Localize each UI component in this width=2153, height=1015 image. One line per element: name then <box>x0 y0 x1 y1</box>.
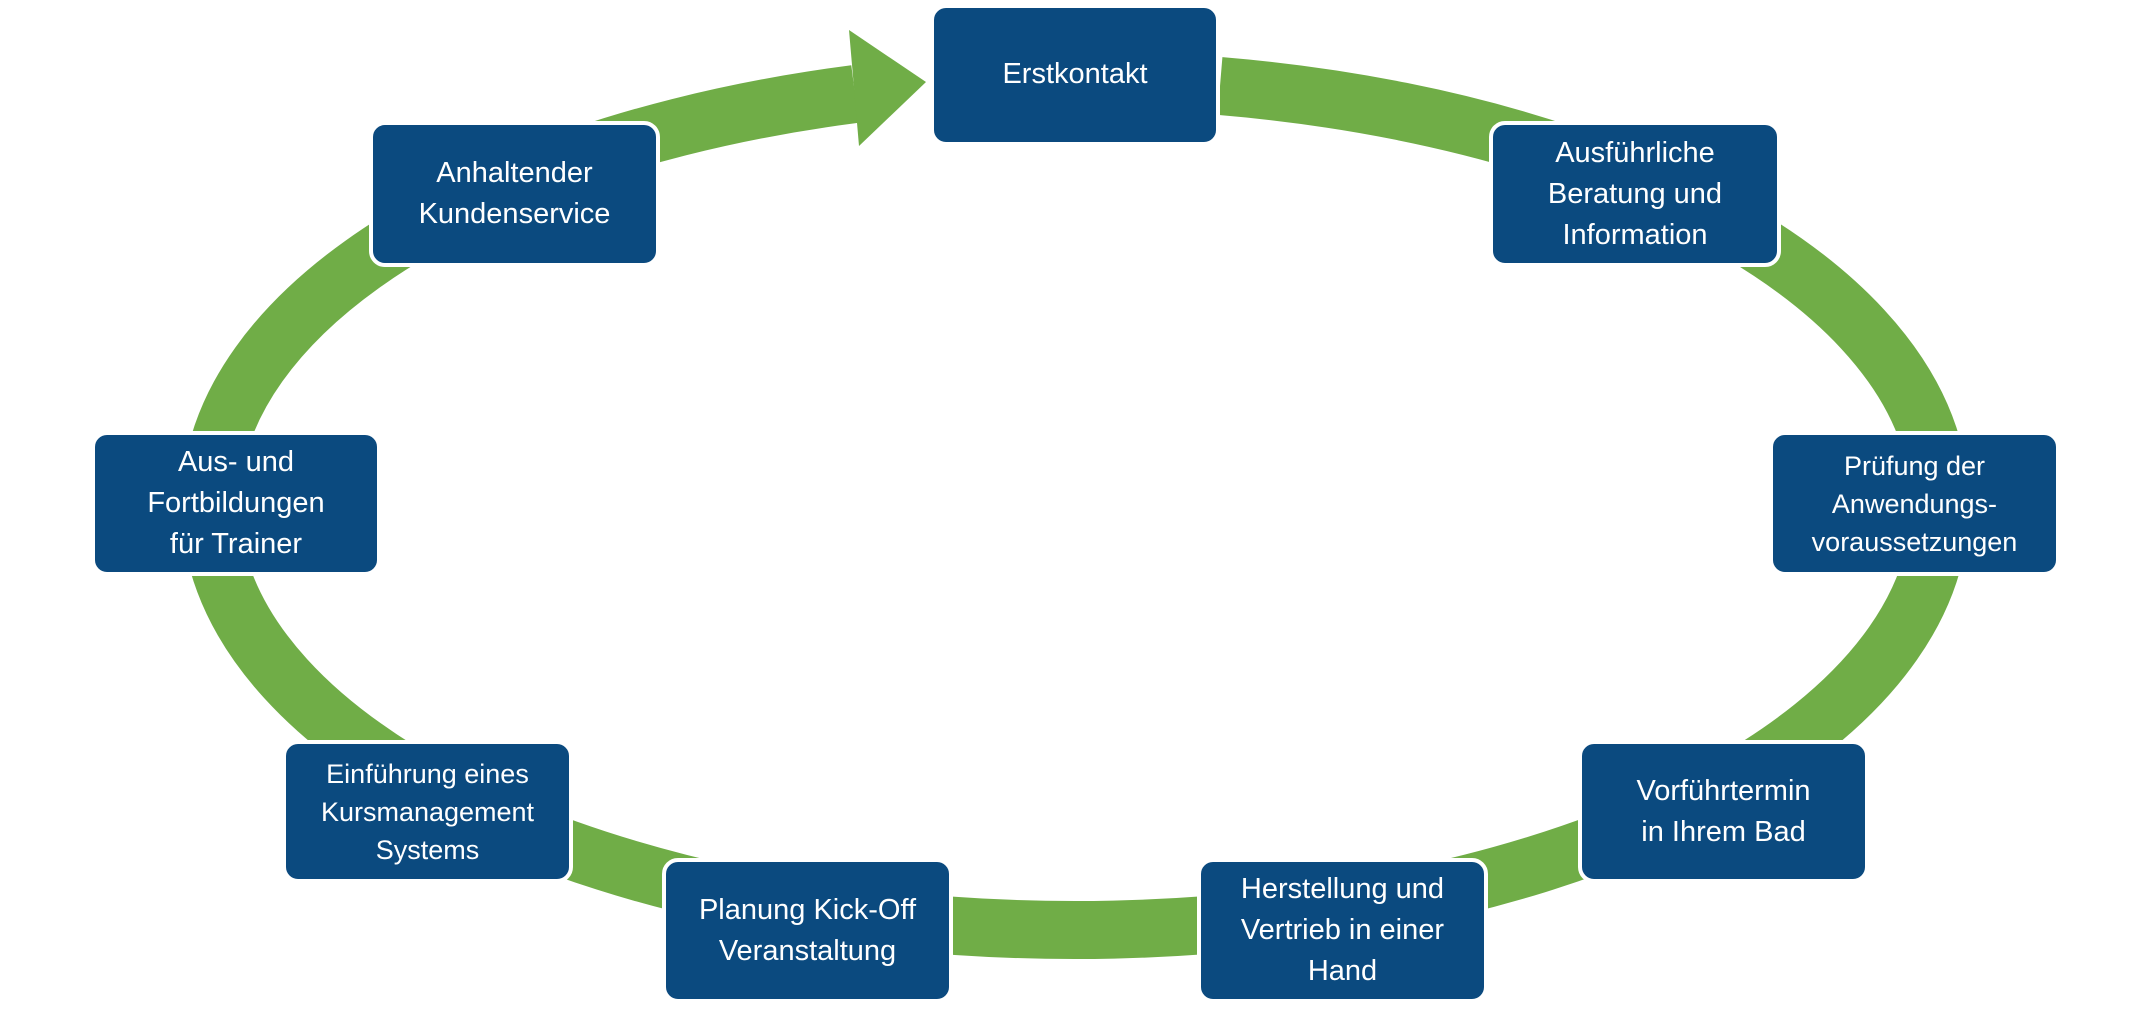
step-kursmanagement: Einführung eines Kursmanagement Systems <box>282 740 573 883</box>
step-herstellung: Herstellung und Vertrieb in einer Hand <box>1197 858 1488 1003</box>
step-kickoff: Planung Kick-Off Veranstaltung <box>662 858 953 1003</box>
step-kundenservice: Anhaltender Kundenservice <box>369 121 660 267</box>
step-erstkontakt: Erstkontakt <box>930 4 1220 146</box>
step-beratung: Ausführliche Beratung und Information <box>1489 121 1781 267</box>
cycle-arrowhead <box>849 30 926 146</box>
step-fortbildungen: Aus- und Fortbildungen für Trainer <box>91 431 381 576</box>
step-pruefung: Prüfung der Anwendungs- voraussetzungen <box>1769 431 2060 576</box>
step-vorfuehrtermin: Vorführtermin in Ihrem Bad <box>1578 740 1869 883</box>
cycle-arrow-ring <box>181 57 1970 959</box>
